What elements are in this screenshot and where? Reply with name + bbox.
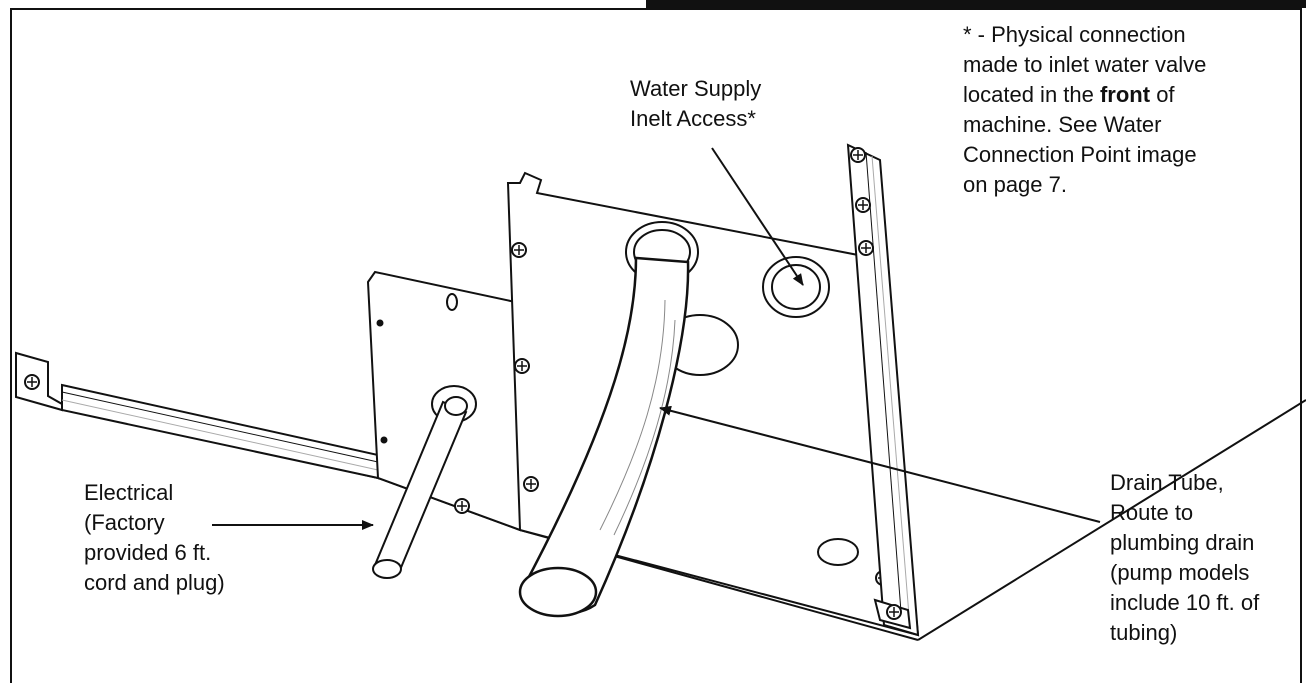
electrical-line-3: provided 6 ft. xyxy=(84,540,212,565)
diagram-frame xyxy=(10,8,1302,683)
note-line-3-start: located in the xyxy=(963,82,1100,107)
electrical-label: Electrical (Factory provided 6 ft. cord … xyxy=(84,478,225,598)
note-line-4: machine. See Water xyxy=(963,112,1162,137)
note-line-2: made to inlet water valve xyxy=(963,52,1207,77)
water-inlet-grommet xyxy=(762,256,830,318)
electrical-line-2: (Factory xyxy=(84,510,165,535)
note-line-5: Connection Point image xyxy=(963,142,1197,167)
drain-line-1: Drain Tube, xyxy=(1110,470,1224,495)
drain-line-2: Route to xyxy=(1110,500,1194,525)
drain-arrow xyxy=(659,405,1101,523)
water-supply-line-1: Water Supply xyxy=(630,76,762,101)
water-supply-line-2: Inelt Access* xyxy=(630,106,756,131)
power-cord xyxy=(372,385,477,579)
machine-right-edge xyxy=(917,399,1306,641)
electrical-line-1: Electrical xyxy=(84,480,174,505)
note-line-3-bold: front xyxy=(1099,82,1151,107)
physical-connection-note: * - Physical connection made to inlet wa… xyxy=(963,20,1206,200)
note-line-1: * - Physical connection xyxy=(963,22,1186,47)
note-line-3-end: of xyxy=(1150,82,1175,107)
drain-line-6: tubing) xyxy=(1110,620,1178,645)
water-supply-label: Water Supply Inelt Access* xyxy=(630,74,761,134)
electrical-line-4: cord and plug) xyxy=(84,570,225,595)
leader-arrows xyxy=(212,147,1101,530)
water-supply-arrow xyxy=(711,147,804,286)
drain-tube xyxy=(518,256,690,618)
left-rail xyxy=(15,351,379,480)
header-bar xyxy=(646,0,1306,8)
drain-line-4: (pump models xyxy=(1110,560,1250,585)
drain-line-3: plumbing drain xyxy=(1110,530,1255,555)
drain-line-5: include 10 ft. of xyxy=(1110,590,1260,615)
note-line-3: located in the front of xyxy=(963,80,1206,110)
note-line-6: on page 7. xyxy=(963,172,1067,197)
drain-tube-label: Drain Tube, Route to plumbing drain (pum… xyxy=(1110,468,1259,648)
right-rail xyxy=(846,143,920,637)
